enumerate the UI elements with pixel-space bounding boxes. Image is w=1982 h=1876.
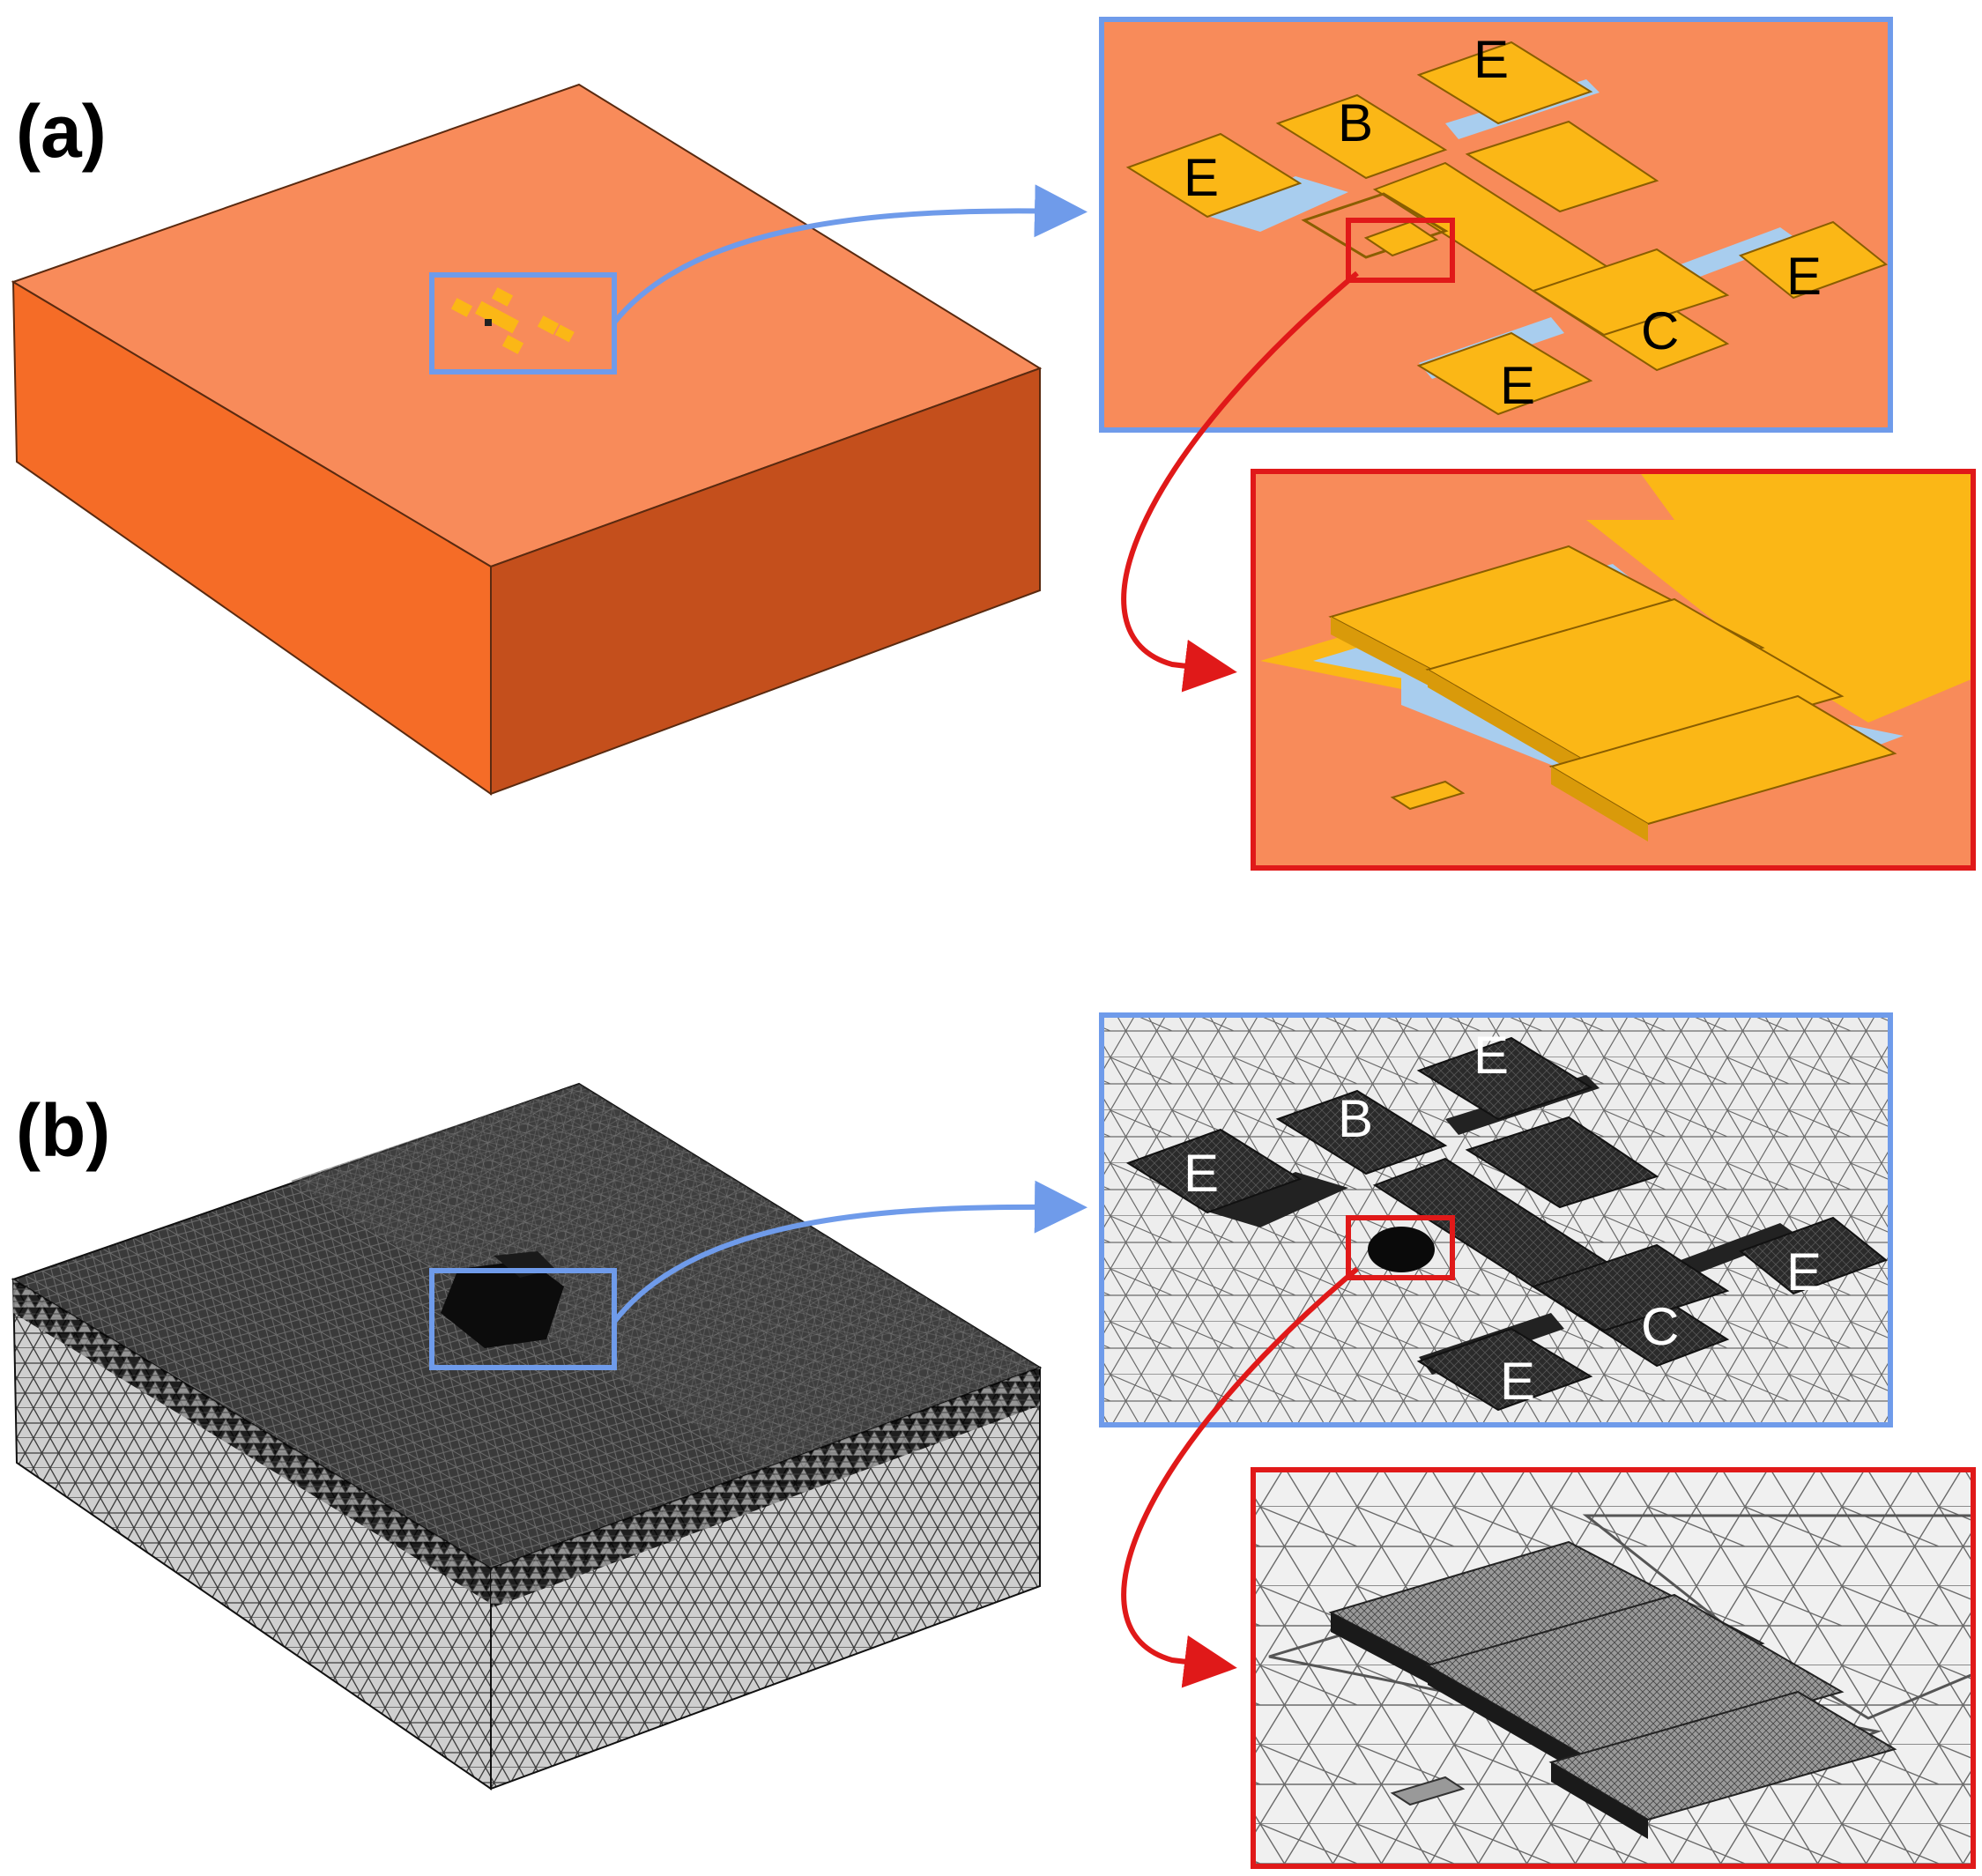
panel-label-b: (b): [16, 1089, 110, 1172]
device-thumbnail-a: [450, 287, 575, 354]
zoom-arrow-a: [612, 184, 1088, 324]
emitter-pad-2: [1416, 41, 1593, 125]
panel-a: (a): [11, 17, 1976, 871]
mesh-emitter-label-2: E: [1474, 1026, 1509, 1085]
zoom-box-a: [429, 272, 617, 374]
detail-arrow-b: [1121, 1266, 1359, 1688]
emitter-label-3: E: [1786, 247, 1822, 306]
emitter-label-1: E: [1184, 148, 1219, 207]
mesh-base-pad: [1275, 1089, 1448, 1175]
detail-box-a: [1346, 218, 1455, 283]
detail-box-b: [1346, 1215, 1455, 1280]
mesh-emitter-label-1: E: [1184, 1144, 1219, 1203]
mesh-block-b: [11, 1082, 1043, 1791]
base-pad: [1275, 93, 1448, 180]
mesh-right-face: [490, 1366, 1041, 1791]
collector-label: C: [1641, 301, 1679, 360]
substrate-right-face: [490, 367, 1041, 796]
detail-arrow-a: [1121, 271, 1359, 693]
emitter-label-2: E: [1474, 30, 1509, 89]
zoom-inset-b: E E B E C E: [1099, 1012, 1893, 1427]
mesh-base-label: B: [1338, 1089, 1373, 1148]
mesh-emitter-label-3: E: [1786, 1242, 1822, 1301]
finger-bottom: [1548, 694, 1897, 826]
panel-b: (b): [11, 1012, 1976, 1869]
panel-label-a: (a): [16, 90, 107, 173]
detail-inset-a: [1251, 469, 1976, 871]
mesh-emitter-pad-3: [1738, 1216, 1889, 1295]
mesh-emitter-pad-4: [1416, 1327, 1593, 1412]
base-label: B: [1338, 93, 1373, 152]
emitter-pad-4: [1416, 331, 1593, 416]
mesh-emitter-pad-1: [1125, 1128, 1303, 1214]
mesh-emitter-pad-2: [1416, 1036, 1593, 1121]
mesh-collector-label: C: [1641, 1297, 1679, 1356]
zoom-arrow-b: [612, 1180, 1088, 1324]
detail-inset-b: [1251, 1467, 1976, 1869]
zoom-inset-a: E E B E C E: [1099, 17, 1893, 433]
mesh-emitter-label-4: E: [1500, 1352, 1535, 1411]
emitter-pad-3: [1738, 220, 1889, 300]
emitter-label-4: E: [1500, 356, 1535, 415]
substrate-block-a: [11, 83, 1043, 796]
emitter-pad-1: [1125, 132, 1303, 219]
